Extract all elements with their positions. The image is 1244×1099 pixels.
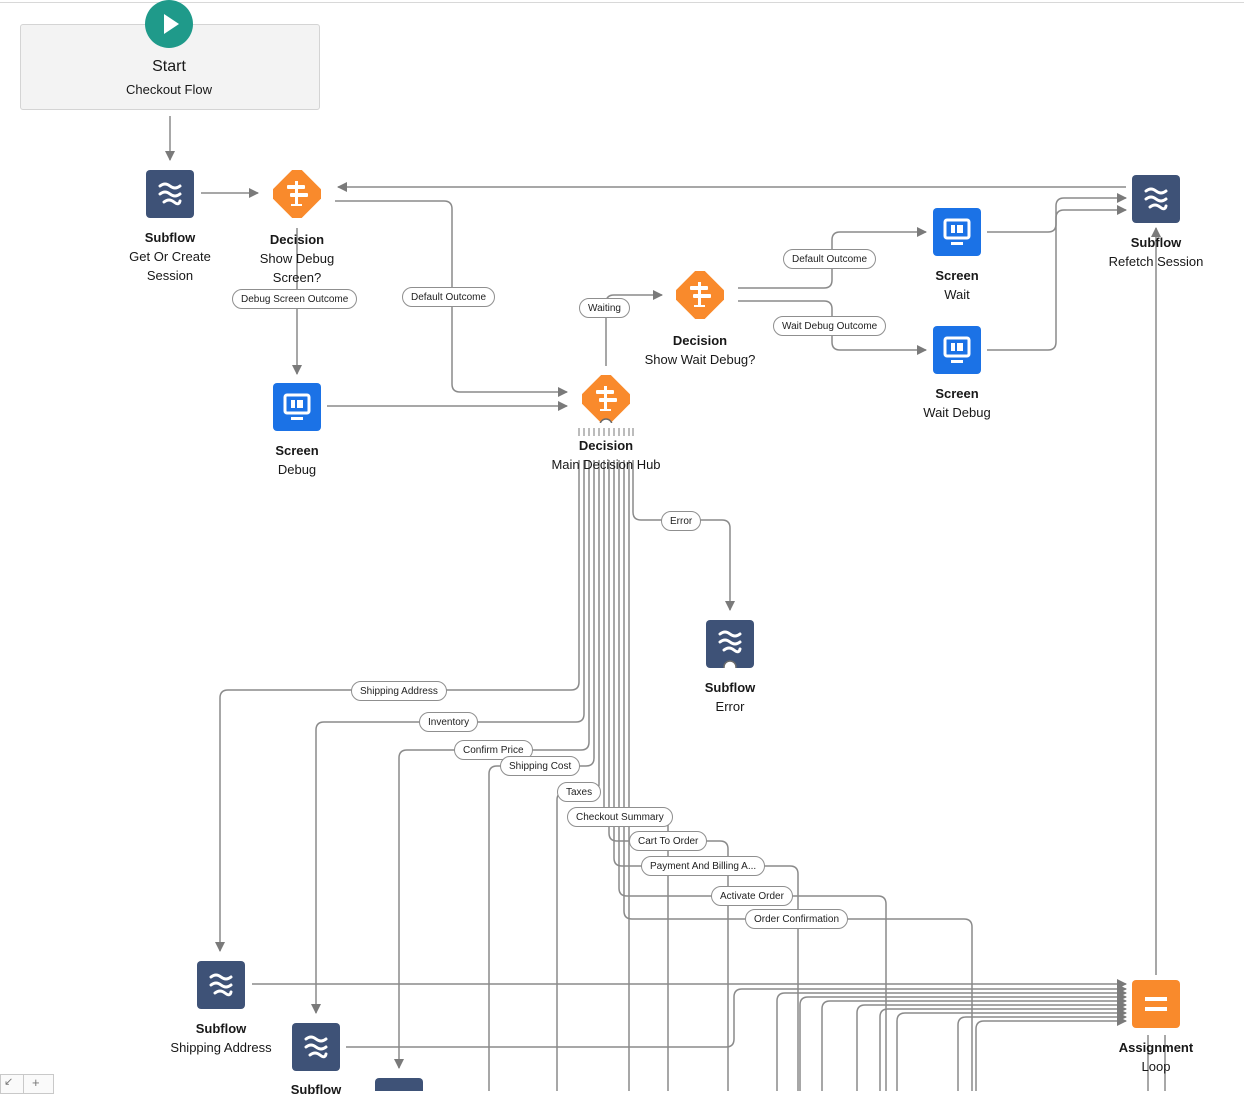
start-subtitle: Checkout Flow (126, 82, 212, 97)
top-border (0, 2, 1244, 3)
connector-in-3 (776, 988, 1127, 1091)
connector-in-4 (799, 992, 1127, 1091)
connector-payment (613, 460, 799, 1091)
node-type: Screen (935, 268, 979, 283)
screen-debug[interactable] (273, 383, 321, 431)
screen-wait-debug[interactable] (933, 326, 981, 374)
connector-label-confirm-price[interactable]: Confirm Price (454, 740, 533, 760)
connector-label-checkout-summary[interactable]: Checkout Summary (567, 807, 673, 827)
decision-main-hub[interactable] (577, 370, 635, 432)
screen-icon (943, 218, 971, 245)
subflow-icon (209, 973, 233, 997)
connector-label-error[interactable]: Error (661, 511, 702, 531)
node-name: Get Or Create (129, 249, 211, 264)
node-name: Refetch Session (1108, 254, 1204, 269)
subflow-icon (718, 630, 742, 668)
subflow-icon (1144, 187, 1168, 211)
connector-inventory (311, 460, 585, 1014)
node-type: Decision (672, 333, 728, 348)
connector-in-5 (821, 996, 1127, 1091)
connector-label-default-outcome[interactable]: Default Outcome (402, 287, 496, 307)
zoom-controls[interactable]: ↙ + (0, 1074, 54, 1094)
node-type: Screen (935, 386, 979, 401)
connector-label-cart-to-order[interactable]: Cart To Order (629, 831, 708, 851)
connector-label-debug-screen-outcome[interactable]: Debug Screen Outcome (232, 289, 358, 309)
connector-in-8 (896, 1008, 1127, 1091)
hub-fan-ticks (578, 428, 634, 436)
zoom-divider (23, 1075, 24, 1093)
connector-label-default-outcome[interactable]: Default Outcome (783, 249, 877, 269)
decision-icon (671, 266, 729, 324)
node-type: Subflow (195, 1021, 247, 1036)
collapse-icon[interactable]: ↙ (4, 1076, 14, 1088)
connector-label-payment-and-billing[interactable]: Payment And Billing A... (641, 856, 766, 876)
node-type: Subflow (144, 230, 196, 245)
node-name: Show Wait Debug? (644, 352, 756, 367)
connector-in-7 (879, 1004, 1127, 1091)
connector-label-taxes[interactable]: Taxes (557, 782, 602, 802)
subflow-partial[interactable] (292, 1023, 340, 1071)
start-title: Start (152, 58, 186, 75)
subflow-icon (158, 182, 182, 206)
equals-icon (1145, 997, 1167, 1011)
node-name: Loop (1141, 1059, 1171, 1074)
connector-label-activate-order[interactable]: Activate Order (711, 886, 793, 906)
assignment-loop[interactable] (1132, 980, 1180, 1028)
node-name: Show Debug (259, 251, 335, 266)
node-type: Screen (275, 443, 319, 458)
node-name: Debug (277, 462, 317, 477)
node-name: Wait (944, 287, 970, 302)
screen-icon (943, 336, 971, 363)
subflow-get-or-create-session[interactable] (146, 170, 194, 218)
zoom-in-button[interactable]: + (32, 1075, 40, 1090)
node-partial-bottom[interactable] (375, 1078, 423, 1091)
connector-in-9 (957, 1012, 1127, 1091)
subflow-refetch-session[interactable] (1132, 175, 1180, 223)
screen-wait[interactable] (933, 208, 981, 256)
connector-label-shipping-address[interactable]: Shipping Address (351, 681, 447, 701)
node-type: Subflow (1130, 235, 1182, 250)
node-type: Decision (269, 232, 325, 247)
connector-in-10 (975, 1016, 1127, 1091)
connector-label-shipping-cost[interactable]: Shipping Cost (500, 756, 581, 776)
node-type: Assignment (1118, 1040, 1194, 1055)
node-name: Session (146, 268, 194, 283)
node-type: Decision (578, 438, 634, 453)
node-name: Main Decision Hub (551, 457, 661, 472)
decision-icon (577, 370, 635, 432)
decision-show-wait-debug[interactable] (671, 266, 729, 324)
screen-icon (283, 393, 311, 420)
connector-label-inventory[interactable]: Inventory (419, 712, 479, 732)
connector-partial-loop (346, 984, 1127, 1048)
connector-label-waiting[interactable]: Waiting (579, 298, 630, 318)
node-name: Shipping Address (170, 1040, 272, 1055)
subflow-shipping-address[interactable] (197, 961, 245, 1009)
connector-error (632, 460, 735, 611)
node-type: Subflow (704, 680, 756, 695)
node-name: Screen? (272, 270, 322, 285)
play-icon[interactable] (145, 0, 193, 48)
decision-show-debug-screen[interactable] (268, 165, 326, 223)
subflow-icon (304, 1035, 328, 1059)
connector-in-6 (856, 1000, 1127, 1091)
subflow-error[interactable] (706, 620, 754, 668)
decision-icon (268, 165, 326, 223)
connector-label-wait-debug-outcome[interactable]: Wait Debug Outcome (773, 316, 887, 336)
node-name: Wait Debug (923, 405, 991, 420)
node-name: Error (715, 699, 745, 714)
connector-label-order-confirmation[interactable]: Order Confirmation (745, 909, 849, 929)
connector-waitdebug-refetch (987, 205, 1127, 351)
